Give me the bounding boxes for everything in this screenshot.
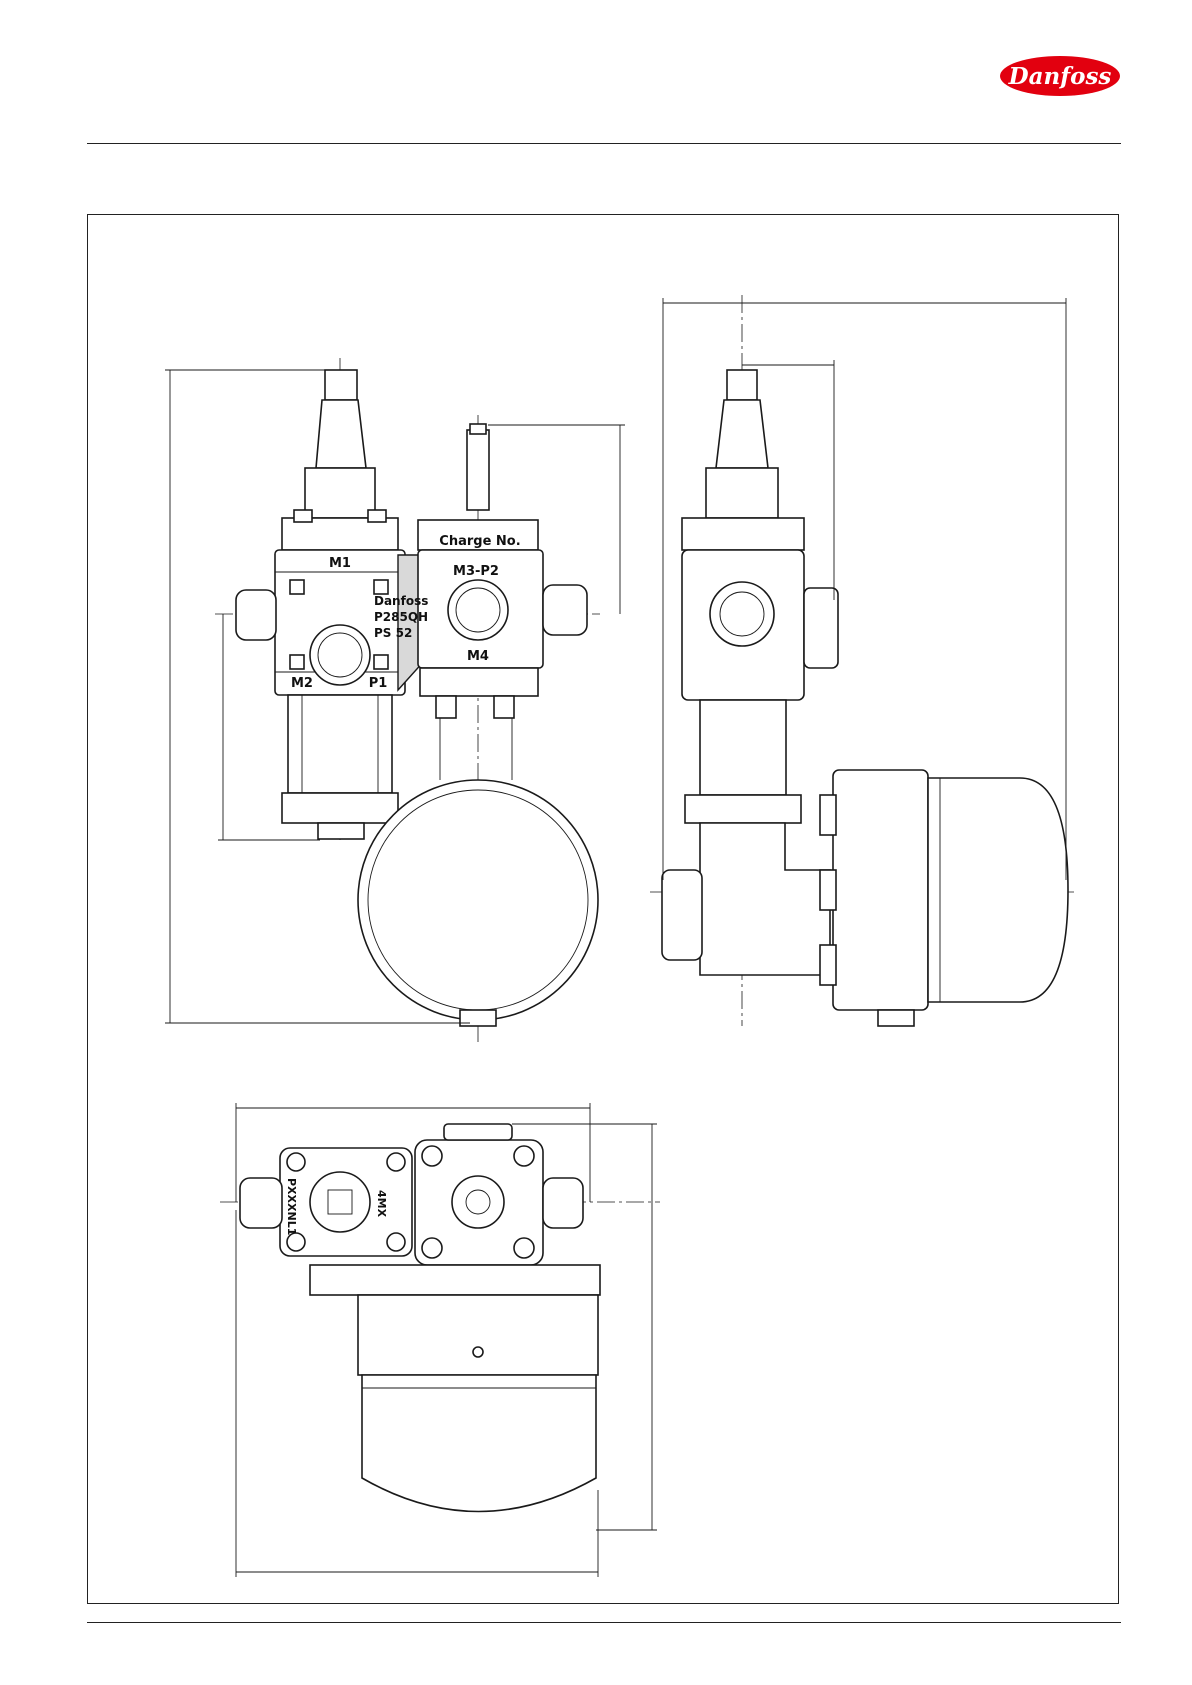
top-bolt bbox=[287, 1153, 305, 1171]
label-m2: M2 bbox=[291, 676, 313, 691]
label-brand: Danfoss bbox=[374, 594, 428, 608]
port-outer bbox=[310, 625, 370, 685]
label-model: P285QH bbox=[374, 610, 428, 624]
top-receiver-bolts bbox=[310, 1265, 600, 1295]
receiver-bolt bbox=[820, 945, 836, 985]
top-receiver-plug bbox=[473, 1347, 483, 1357]
side-left-connection bbox=[662, 870, 702, 960]
top-plug bbox=[444, 1124, 512, 1140]
top-bolt bbox=[514, 1146, 534, 1166]
left-connection bbox=[236, 590, 276, 640]
stem-collar bbox=[305, 468, 375, 518]
top-bolt bbox=[387, 1233, 405, 1251]
right-bolt bbox=[436, 696, 456, 718]
receiver-dome bbox=[928, 778, 1068, 1002]
top-left-port bbox=[310, 1172, 370, 1232]
stem-cone bbox=[316, 400, 366, 468]
top-view: PXXXNL1 4MX bbox=[220, 1103, 660, 1577]
side-pipe-body bbox=[700, 823, 830, 975]
right-stem bbox=[467, 430, 489, 510]
lower-flange bbox=[282, 793, 398, 823]
label-charge: Charge No. bbox=[439, 534, 520, 549]
bolt bbox=[290, 655, 304, 669]
side-stem-collar bbox=[706, 468, 778, 518]
side-stem-cone bbox=[716, 400, 768, 468]
top-right-port bbox=[452, 1176, 504, 1228]
top-right-connection bbox=[543, 1178, 583, 1228]
receiver-side-plug bbox=[878, 1010, 914, 1026]
receiver-bolt bbox=[820, 795, 836, 835]
label-m3p2: M3-P2 bbox=[453, 564, 499, 579]
front-view: M1 M2 P1 Danfoss P285QH PS 52 Charge No.… bbox=[165, 358, 625, 1046]
label-4mx: 4MX bbox=[375, 1190, 388, 1218]
right-port-outer bbox=[448, 580, 508, 640]
top-receiver-flange bbox=[358, 1295, 598, 1375]
top-bolt bbox=[422, 1238, 442, 1258]
right-bolt bbox=[494, 696, 514, 718]
label-ps: PS 52 bbox=[374, 626, 412, 640]
right-stem-top bbox=[470, 424, 486, 434]
receiver-flange bbox=[833, 770, 928, 1010]
bolt bbox=[374, 655, 388, 669]
receiver-outer bbox=[358, 780, 598, 1020]
top-bolt bbox=[514, 1238, 534, 1258]
bolt-head bbox=[368, 510, 386, 522]
top-left-connection bbox=[240, 1178, 282, 1228]
stem-cap bbox=[325, 370, 357, 400]
side-tube bbox=[700, 700, 786, 795]
receiver-plug bbox=[460, 1010, 496, 1026]
side-stem-cap bbox=[727, 370, 757, 400]
label-pxxxnl1: PXXXNL1 bbox=[285, 1178, 298, 1235]
right-connection bbox=[543, 585, 587, 635]
top-bolt bbox=[422, 1146, 442, 1166]
label-m1: M1 bbox=[329, 556, 351, 571]
top-bolt bbox=[287, 1233, 305, 1251]
label-p1: P1 bbox=[369, 676, 388, 691]
label-m4: M4 bbox=[467, 649, 489, 664]
side-connection bbox=[804, 588, 838, 668]
right-bottom-flange bbox=[420, 668, 538, 696]
side-flange bbox=[682, 518, 804, 550]
drain-plug bbox=[318, 823, 364, 839]
receiver-bolt bbox=[820, 870, 836, 910]
bolt bbox=[290, 580, 304, 594]
side-lower-flange bbox=[685, 795, 801, 823]
top-bolt bbox=[387, 1153, 405, 1171]
bolt bbox=[374, 580, 388, 594]
top-receiver-dome bbox=[362, 1375, 596, 1512]
lower-tube bbox=[288, 695, 392, 793]
side-view bbox=[650, 295, 1074, 1026]
bolt-head bbox=[294, 510, 312, 522]
